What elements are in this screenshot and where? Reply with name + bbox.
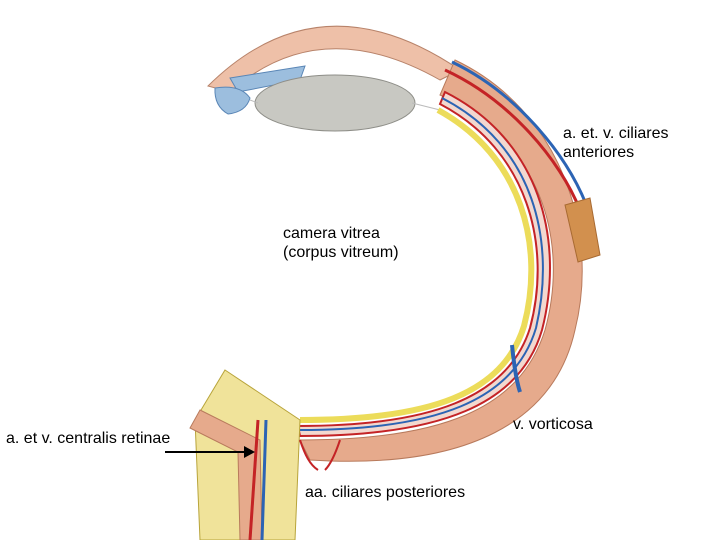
label-vitreous-chamber: camera vitrea (corpus vitreum) (283, 224, 399, 262)
zonule (249, 99, 441, 111)
label-posterior-ciliary: aa. ciliares posteriores (305, 484, 466, 501)
vortex-vein (510, 344, 522, 393)
label-vortex-vein: v. vorticosa (513, 416, 593, 433)
central-retinal-vein (260, 419, 268, 540)
label-anterior-ciliary-line1: a. et. v. ciliares (563, 125, 669, 142)
posterior-ciliary-artery-1 (299, 439, 319, 471)
pointer-arrowhead (244, 446, 255, 458)
label-central-retinal: a. et v. centralis retinae (6, 430, 171, 447)
choroid (296, 90, 551, 438)
label-anterior-ciliary-line2: anteriores (563, 144, 635, 161)
ciliary-body (214, 86, 251, 115)
anterior-ciliary-artery (444, 68, 582, 211)
label-anterior-ciliary: a. et. v. ciliares anteriores (563, 124, 669, 162)
label-vitreous-chamber-line1: camera vitrea (283, 225, 380, 242)
central-retinal-artery (248, 419, 260, 540)
rectus-muscle (564, 197, 601, 263)
choroid-vein (299, 97, 544, 431)
label-vitreous-chamber-line2: (corpus vitreum) (283, 244, 399, 261)
lens (254, 74, 416, 132)
anterior-ciliary-vein (451, 60, 588, 205)
optic-nerve-sheath (189, 409, 263, 540)
posterior-ciliary-artery-2 (324, 439, 341, 471)
retina (299, 107, 535, 423)
